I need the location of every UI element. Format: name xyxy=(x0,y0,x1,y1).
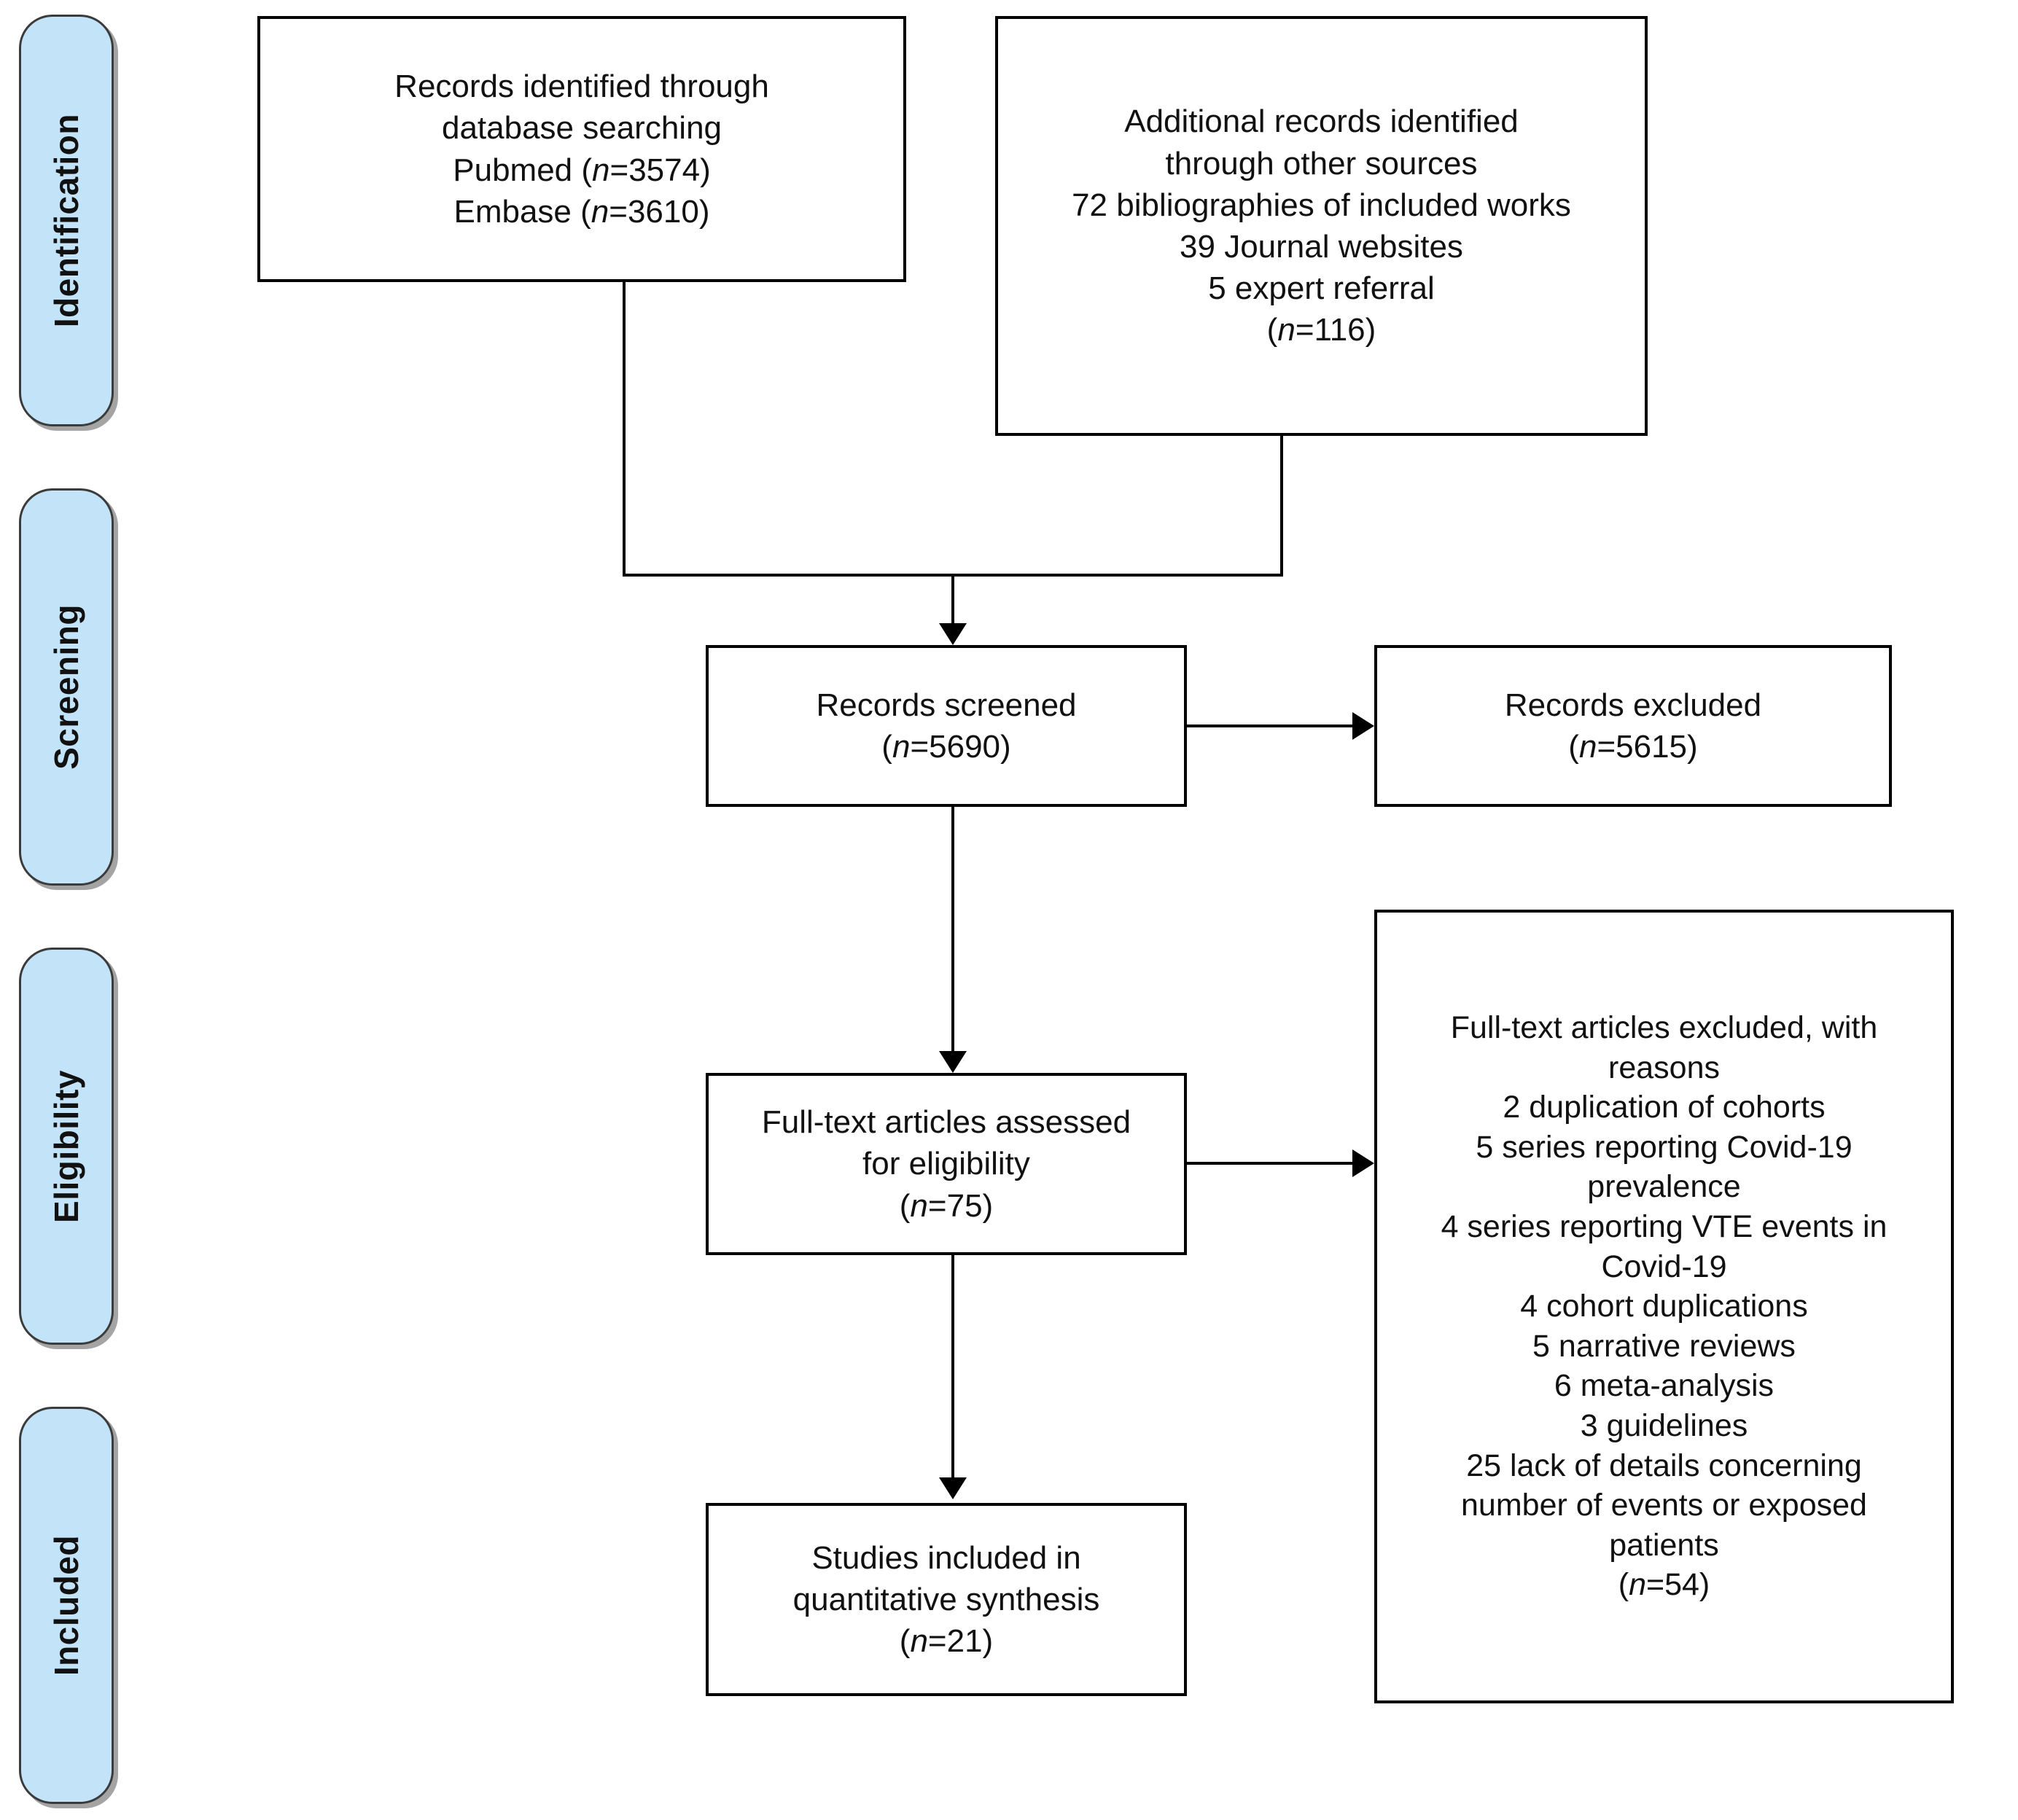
arrow-right-to-fulltext-excluded xyxy=(1352,1149,1374,1177)
connector-bus-to-screened xyxy=(951,574,954,626)
box-additional-records-other-sources-text: Additional records identified through ot… xyxy=(1072,104,1571,348)
stage-pill-included: Included xyxy=(19,1407,114,1804)
arrow-down-to-studies-included xyxy=(939,1477,967,1499)
box-additional-records-other-sources: Additional records identified through ot… xyxy=(995,16,1648,436)
arrow-down-to-records-screened xyxy=(939,623,967,645)
connector-screened-to-fulltext xyxy=(951,807,954,1055)
box-records-screened: Records screened (n=5690) xyxy=(706,645,1187,807)
stage-label-screening: Screening xyxy=(47,604,85,770)
box-full-text-articles-excluded: Full-text articles excluded, with reason… xyxy=(1374,910,1954,1703)
stage-label-eligibility: Eligibility xyxy=(47,1069,85,1223)
stage-label-included: Included xyxy=(47,1534,85,1676)
box-records-excluded-text: Records excluded (n=5615) xyxy=(1504,687,1762,765)
connector-other-sources-down xyxy=(1280,436,1283,574)
box-records-identified-database-text: Records identified through database sear… xyxy=(394,69,769,230)
stage-pill-identification: Identification xyxy=(19,15,114,426)
box-records-excluded: Records excluded (n=5615) xyxy=(1374,645,1892,807)
box-studies-included: Studies included in quantitative synthes… xyxy=(706,1503,1187,1696)
arrow-down-to-fulltext-assessed xyxy=(939,1051,967,1073)
stage-pill-eligibility: Eligibility xyxy=(19,948,114,1345)
box-studies-included-text: Studies included in quantitative synthes… xyxy=(792,1539,1100,1660)
connector-fulltext-to-included xyxy=(951,1255,954,1481)
arrow-right-to-records-excluded xyxy=(1352,712,1374,740)
box-full-text-articles-assessed: Full-text articles assessed for eligibil… xyxy=(706,1073,1187,1255)
stage-label-identification: Identification xyxy=(47,113,85,328)
connector-fulltext-to-excluded-reasons xyxy=(1187,1162,1355,1165)
box-records-screened-text: Records screened (n=5690) xyxy=(816,687,1077,765)
box-full-text-articles-excluded-text: Full-text articles excluded, with reason… xyxy=(1441,1009,1888,1603)
box-full-text-articles-assessed-text: Full-text articles assessed for eligibil… xyxy=(761,1104,1131,1224)
connector-screened-to-excluded xyxy=(1187,725,1355,727)
connector-database-down xyxy=(623,282,626,574)
stage-pill-screening: Screening xyxy=(19,488,114,886)
box-records-identified-database: Records identified through database sear… xyxy=(257,16,906,282)
